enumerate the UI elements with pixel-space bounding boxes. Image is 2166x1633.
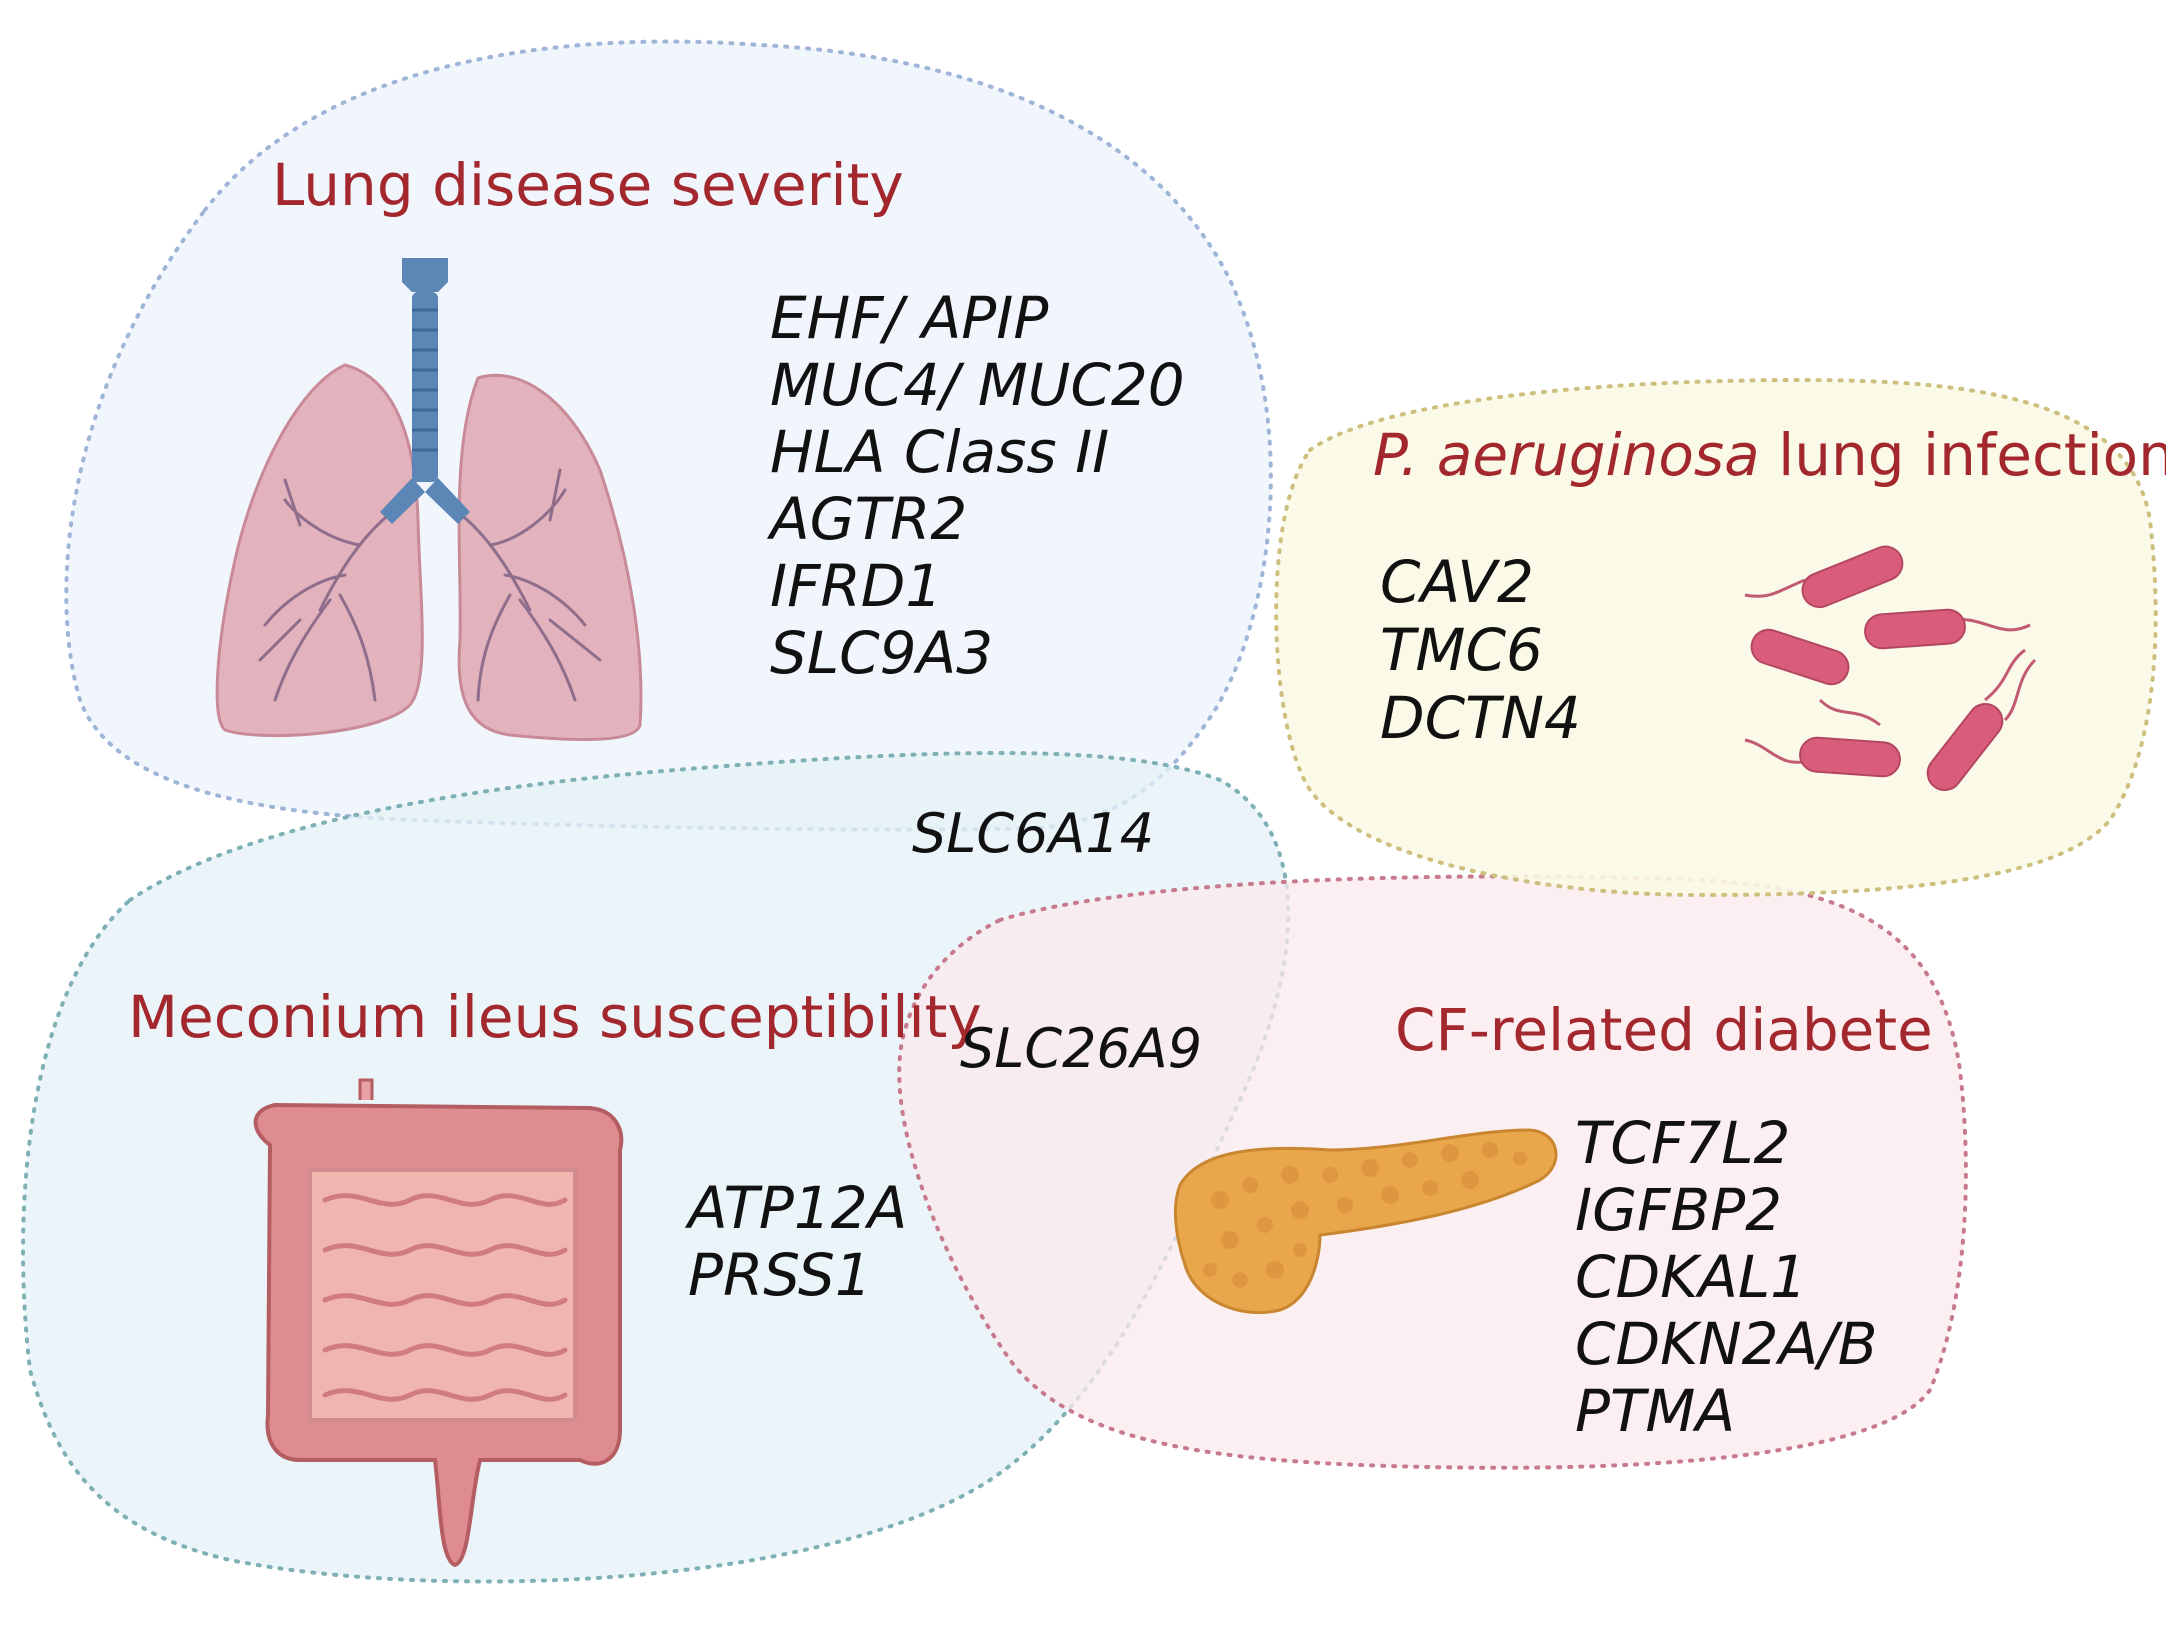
gene-label: SLC9A3 bbox=[770, 619, 993, 687]
gene-label: TCF7L2 bbox=[1575, 1109, 1790, 1177]
infection-title-species: P. aeruginosa bbox=[1373, 421, 1760, 489]
gene-label: MUC4/ MUC20 bbox=[770, 351, 1185, 419]
intestine-icon bbox=[253, 1078, 624, 1568]
pancreas-icon bbox=[1173, 1128, 1558, 1315]
meconium-gene-list: ATP12A PRSS1 bbox=[684, 1174, 907, 1309]
gene-label: DCTN4 bbox=[1380, 684, 1581, 752]
diabetes-region-title: CF-related diabete bbox=[1395, 996, 1933, 1064]
diabetes-gene-list: TCF7L2 IGFBP2 CDKAL1 CDKN2A/B PTMA bbox=[1575, 1109, 1878, 1445]
gene-label: PRSS1 bbox=[688, 1241, 872, 1309]
bacteria-icon bbox=[1744, 545, 2037, 792]
gene-label: HLA Class II bbox=[770, 418, 1109, 486]
gene-label: IFRD1 bbox=[770, 552, 942, 620]
gene-label: IGFBP2 bbox=[1575, 1176, 1782, 1244]
gene-label: CAV2 bbox=[1380, 548, 1534, 616]
shared-gene-meconium-diabetes: SLC26A9 bbox=[960, 1017, 1202, 1080]
lung-region-title: Lung disease severity bbox=[272, 151, 904, 219]
infection-gene-list: CAV2 TMC6 DCTN4 bbox=[1380, 548, 1581, 752]
lung-gene-list: EHF/ APIP MUC4/ MUC20 HLA Class II AGTR2… bbox=[766, 284, 1185, 687]
lungs-icon bbox=[215, 258, 643, 741]
gene-label: AGTR2 bbox=[766, 485, 967, 553]
gene-label: TMC6 bbox=[1380, 616, 1543, 684]
gene-label: CDKN2A/B bbox=[1575, 1310, 1878, 1378]
shared-gene-lung-meconium: SLC6A14 bbox=[912, 802, 1154, 865]
infection-title-rest: lung infection bbox=[1760, 421, 2166, 489]
infection-region-title: P. aeruginosa lung infection bbox=[1373, 421, 2166, 489]
gene-label: EHF/ APIP bbox=[770, 284, 1048, 352]
gene-label: ATP12A bbox=[684, 1174, 907, 1242]
gene-label: CDKAL1 bbox=[1575, 1243, 1807, 1311]
gene-label: PTMA bbox=[1575, 1377, 1735, 1445]
meconium-region-title: Meconium ileus susceptibility bbox=[128, 983, 982, 1051]
